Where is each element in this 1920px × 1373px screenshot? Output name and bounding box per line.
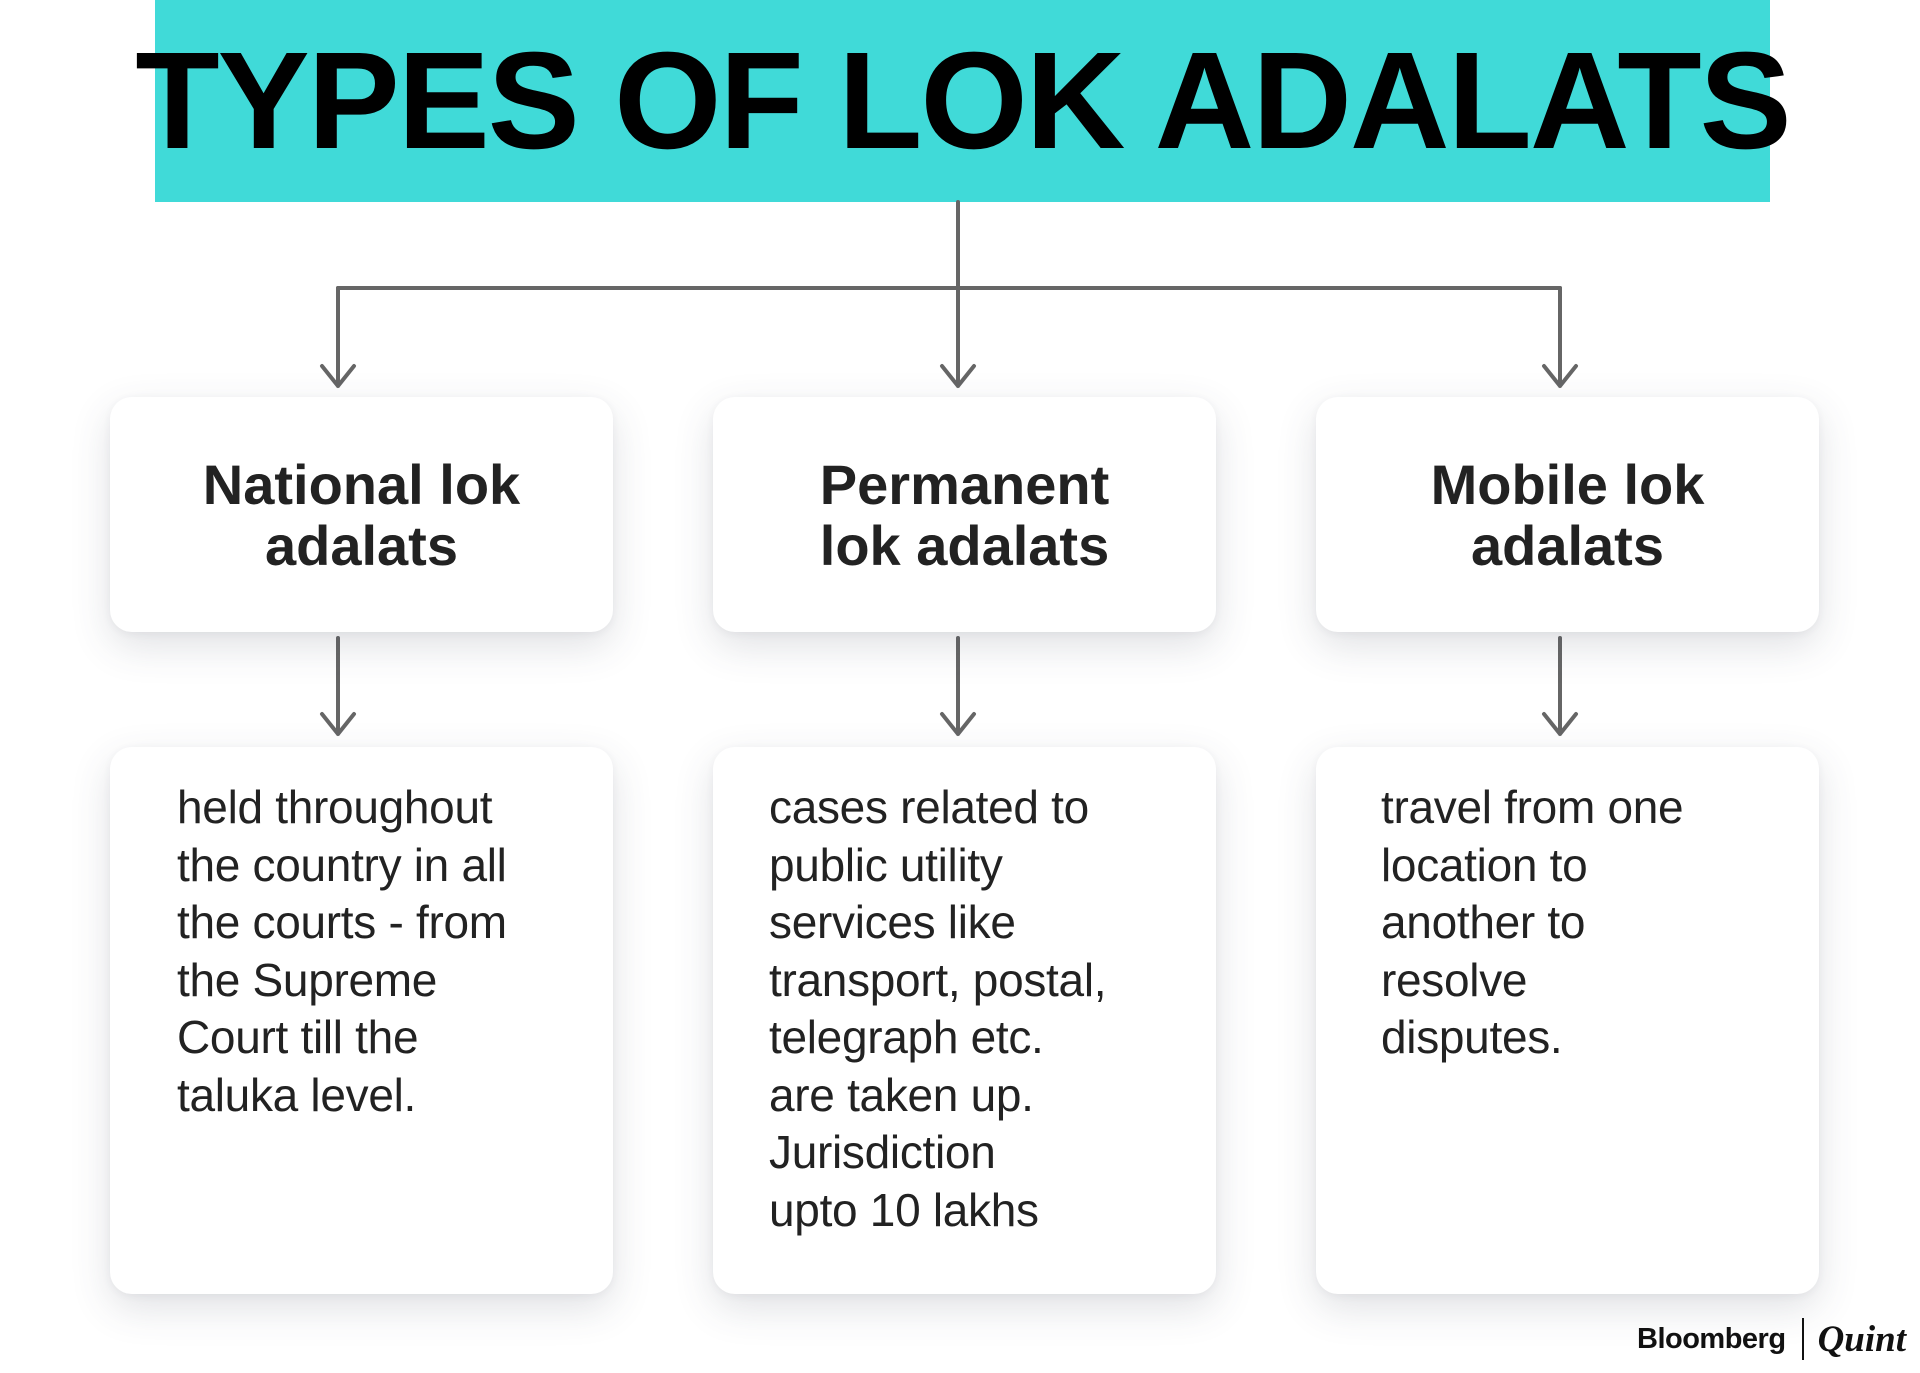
arrow-national-detail — [320, 636, 356, 736]
mobile-lok-adalats-description-box: travel from one location to another to r… — [1316, 747, 1819, 1294]
arrow-to-mobile — [1542, 286, 1578, 388]
national-lok-adalats-description-box: held throughout the country in all the c… — [110, 747, 613, 1294]
type-title: National lok adalats — [202, 452, 521, 577]
national-lok-adalats-box: National lok adalats — [110, 397, 613, 632]
type-title: Mobile lok adalats — [1430, 452, 1705, 577]
brand-divider — [1801, 1318, 1804, 1360]
type-description: cases related to public utility services… — [769, 781, 1107, 1236]
brand-logo: Bloomberg Quint — [1637, 1314, 1906, 1364]
title-banner: TYPES OF LOK ADALATS — [135, 0, 1792, 202]
arrow-permanent-detail — [940, 636, 976, 736]
brand-bloomberg: Bloomberg — [1637, 1322, 1786, 1355]
arrow-mobile-detail — [1542, 636, 1578, 736]
type-description: travel from one location to another to r… — [1381, 781, 1684, 1063]
type-description: held throughout the country in all the c… — [177, 781, 507, 1121]
arrow-to-permanent — [940, 286, 976, 388]
permanent-lok-adalats-description-box: cases related to public utility services… — [713, 747, 1216, 1294]
page-title: TYPES OF LOK ADALATS — [135, 24, 1791, 178]
arrow-to-national — [320, 286, 356, 388]
permanent-lok-adalats-box: Permanent lok adalats — [713, 397, 1216, 632]
mobile-lok-adalats-box: Mobile lok adalats — [1316, 397, 1819, 632]
brand-quint: Quint — [1817, 1318, 1906, 1360]
type-title: Permanent lok adalats — [819, 452, 1110, 577]
